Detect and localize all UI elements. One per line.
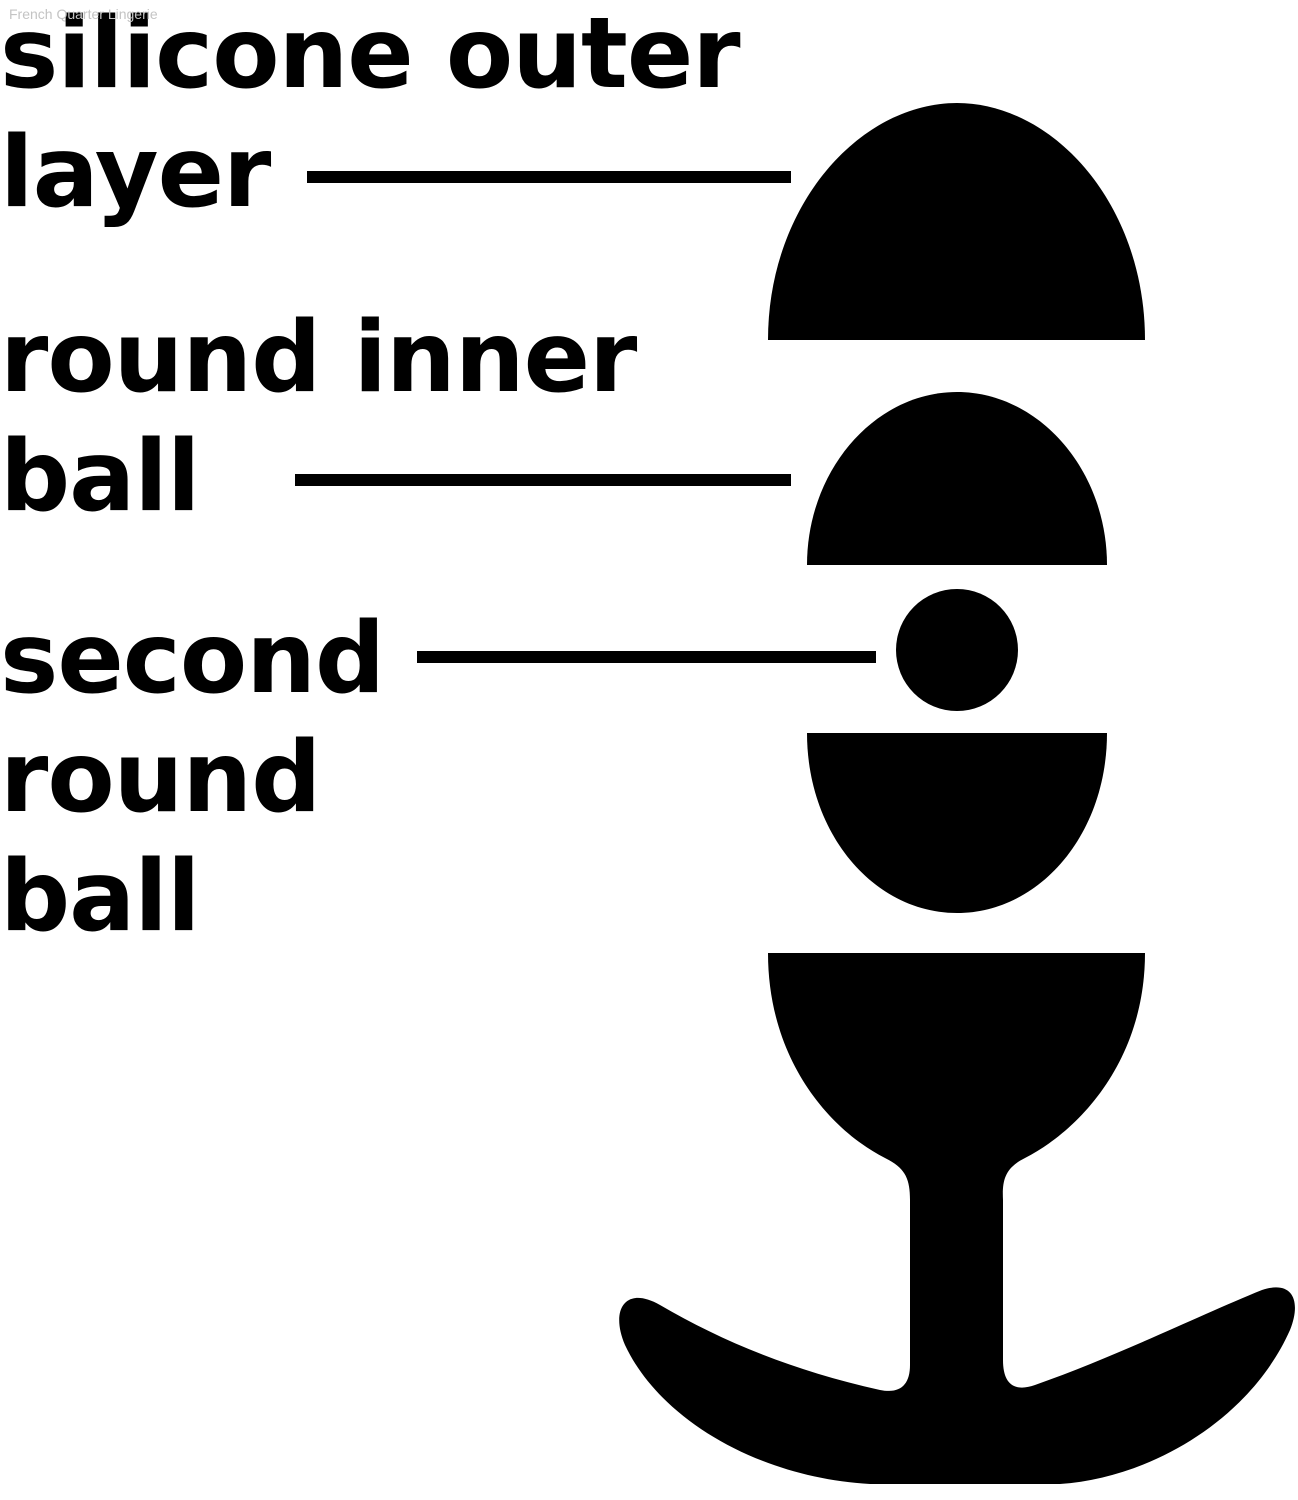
inner-ball-top-half [807,392,1107,565]
label-line: silicone outer [0,0,741,111]
label-line: ball [0,420,200,534]
label-silicone-outer-layer: silicone outer layer [0,0,741,233]
outer-layer-top-dome [768,103,1145,340]
watermark: French Quarter Lingerie [9,6,158,22]
leader-line-second-ball [417,651,876,663]
label-line: ball [0,840,200,954]
leader-line-outer-layer [307,171,791,183]
label-line: round inner [0,301,637,415]
label-line: layer [0,116,271,230]
label-second-round-ball: second round ball [0,600,385,957]
label-line: round [0,721,321,835]
label-line: second [0,602,385,716]
second-round-ball [896,589,1018,711]
outer-layer-base-with-anchor [619,953,1295,1484]
inner-ball-bottom-half [807,733,1107,913]
leader-line-inner-ball [295,474,791,486]
label-round-inner-ball: round inner ball [0,299,637,537]
